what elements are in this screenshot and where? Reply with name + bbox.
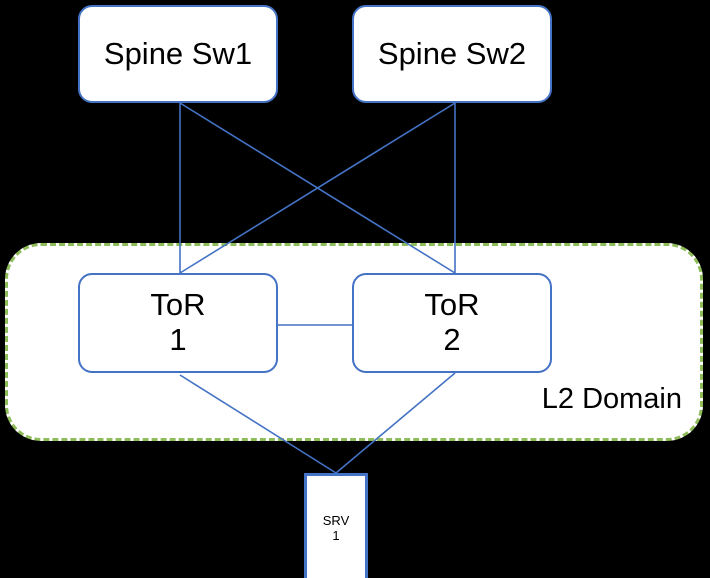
node-spine-sw2[interactable]: Spine Sw2 — [352, 5, 552, 103]
node-srv-1[interactable]: SRV 1 — [304, 473, 368, 578]
node-tor-1-label-line1: ToR — [150, 287, 206, 323]
l2-domain-label: L2 Domain — [541, 383, 682, 415]
node-spine-sw1[interactable]: Spine Sw1 — [78, 5, 278, 103]
node-spine-sw1-label: Spine Sw1 — [103, 35, 253, 71]
node-tor-1-label-line2: 1 — [169, 322, 187, 357]
node-srv-1-label-line2: 1 — [332, 528, 340, 543]
node-tor-2-label-line1: ToR — [424, 287, 480, 323]
node-tor-2[interactable]: ToR 2 — [352, 273, 552, 373]
node-tor-1[interactable]: ToR 1 — [78, 273, 278, 373]
node-srv-1-label-line1: SRV — [322, 513, 350, 529]
node-spine-sw2-label: Spine Sw2 — [377, 35, 527, 71]
node-tor-2-label-line2: 2 — [443, 322, 461, 357]
